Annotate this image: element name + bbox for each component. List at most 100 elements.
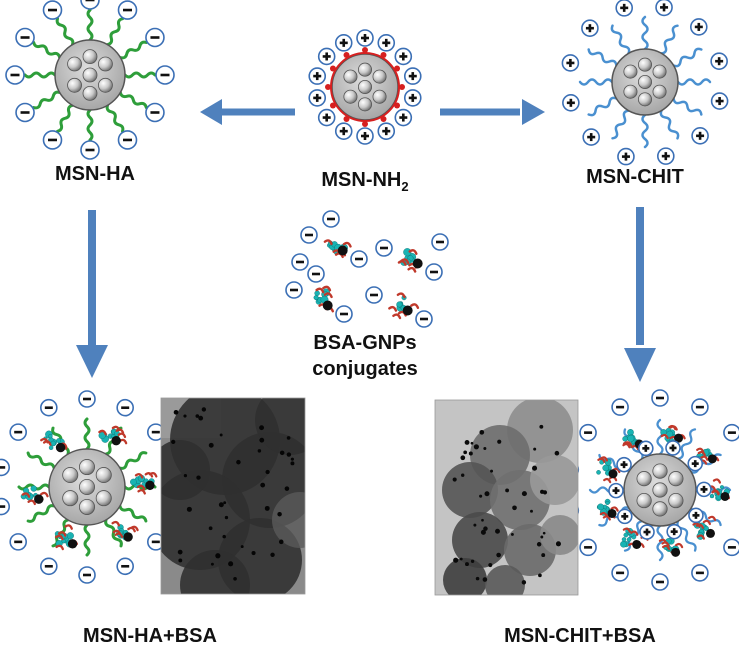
polymer-chain (86, 108, 94, 142)
protein-helix (115, 428, 125, 434)
protein-helix (697, 450, 706, 457)
protein-helix (98, 429, 107, 436)
tem-gold-dot (554, 450, 560, 456)
tem-gold-dot (278, 539, 284, 545)
protein-blob (709, 493, 715, 499)
protein-blob (621, 537, 627, 542)
protein-helix (599, 456, 609, 462)
protein-helix (130, 525, 139, 532)
pore (638, 92, 653, 107)
tem-gold-dot (183, 473, 188, 478)
tem-gold-dot (284, 486, 290, 491)
tem-gold-dot (538, 573, 542, 578)
protein-helix (630, 530, 639, 536)
tem-gold-dot (257, 449, 262, 453)
polymer-chain (123, 71, 157, 79)
pore (668, 471, 684, 487)
tem-image-msn-ha-bsa (160, 397, 306, 595)
polymer-chain (56, 103, 74, 133)
polymer-chain (656, 418, 664, 456)
tem-gold-dot (484, 491, 490, 497)
tem-gold-dot (259, 437, 265, 443)
polymer-chain (118, 40, 148, 60)
protein-helix (148, 471, 158, 478)
gold-nanoparticle (608, 469, 618, 479)
pore (343, 89, 358, 104)
tem-gold-dot (240, 545, 244, 549)
tem-particle (443, 558, 487, 595)
polymer-chain (611, 109, 630, 140)
protein-blob (314, 290, 320, 296)
tem-gold-dot (210, 562, 214, 566)
pore (638, 57, 653, 72)
protein-helix (111, 425, 121, 432)
gold-nanoparticle (322, 300, 333, 311)
protein-blob (48, 445, 54, 450)
polymer-chain (672, 47, 703, 68)
tem-gold-dot (208, 442, 214, 448)
tem-image-msn-chit-bsa (434, 399, 579, 596)
tem-gold-dot (532, 465, 538, 471)
protein-helix (392, 313, 402, 320)
tem-gold-dot (177, 549, 183, 555)
protein-helix (700, 455, 709, 461)
pore (62, 467, 79, 484)
tem-gold-dot (473, 444, 479, 450)
tem-gold-dot (198, 415, 204, 421)
label-msn-nh2: MSN-NH2 (321, 169, 409, 194)
tem-gold-dot (171, 439, 176, 444)
polymer-chain (656, 524, 664, 562)
tem-gold-dot (460, 455, 466, 461)
protein-blob (627, 434, 635, 442)
protein-blob (620, 540, 627, 548)
protein-helix (407, 266, 417, 273)
tem-gold-dot (236, 459, 241, 465)
protein-helix (323, 292, 333, 299)
tem-gold-dot (259, 425, 265, 431)
amine-group (329, 102, 336, 109)
tem-gold-dot (542, 490, 548, 495)
tem-gold-dot (178, 558, 183, 563)
protein-blob (56, 438, 61, 443)
polymer-chain (610, 24, 631, 55)
pore (638, 75, 653, 90)
tem-gold-dot (459, 557, 463, 561)
tem-gold-dot (224, 515, 229, 520)
protein-helix (21, 492, 31, 498)
tem-gold-dot (483, 446, 487, 450)
protein-helix (57, 531, 67, 537)
gold-nanoparticle (402, 305, 413, 316)
gold-nanoparticle (412, 258, 423, 269)
protein-helix (610, 506, 619, 512)
polymer-chain (23, 71, 57, 79)
tem-gold-dot (497, 439, 502, 444)
tem-gold-dot (481, 518, 484, 522)
pore (636, 471, 652, 487)
tem-gold-dot (218, 502, 224, 508)
gold-nanoparticle (123, 532, 133, 542)
tem-gold-dot (265, 469, 270, 475)
tem-gold-dot (195, 414, 200, 418)
polymer-chain (641, 15, 649, 51)
tem-gold-dot (228, 561, 234, 567)
gold-nanoparticle (55, 442, 66, 453)
protein-helix (675, 542, 684, 549)
protein-blob (313, 295, 319, 301)
tem-gold-dot (452, 477, 457, 482)
gold-nanoparticle (674, 433, 684, 443)
pore (652, 501, 668, 517)
pore (668, 492, 684, 509)
arrow-nh2-to-ha (200, 99, 295, 125)
label-msn-ha-bsa: MSN-HA+BSA (83, 625, 217, 647)
protein-helix (136, 484, 146, 491)
pore (652, 463, 668, 479)
polymer-chain (587, 96, 618, 117)
label-bsa-gnps: BSA-GNPs (313, 332, 417, 354)
tem-gold-dot (260, 482, 266, 488)
tem-gold-dot (490, 469, 494, 473)
protein-helix (55, 534, 64, 541)
protein-helix (696, 534, 705, 540)
pore (652, 84, 667, 99)
protein-blob (130, 478, 137, 486)
tem-gold-dot (555, 541, 561, 547)
